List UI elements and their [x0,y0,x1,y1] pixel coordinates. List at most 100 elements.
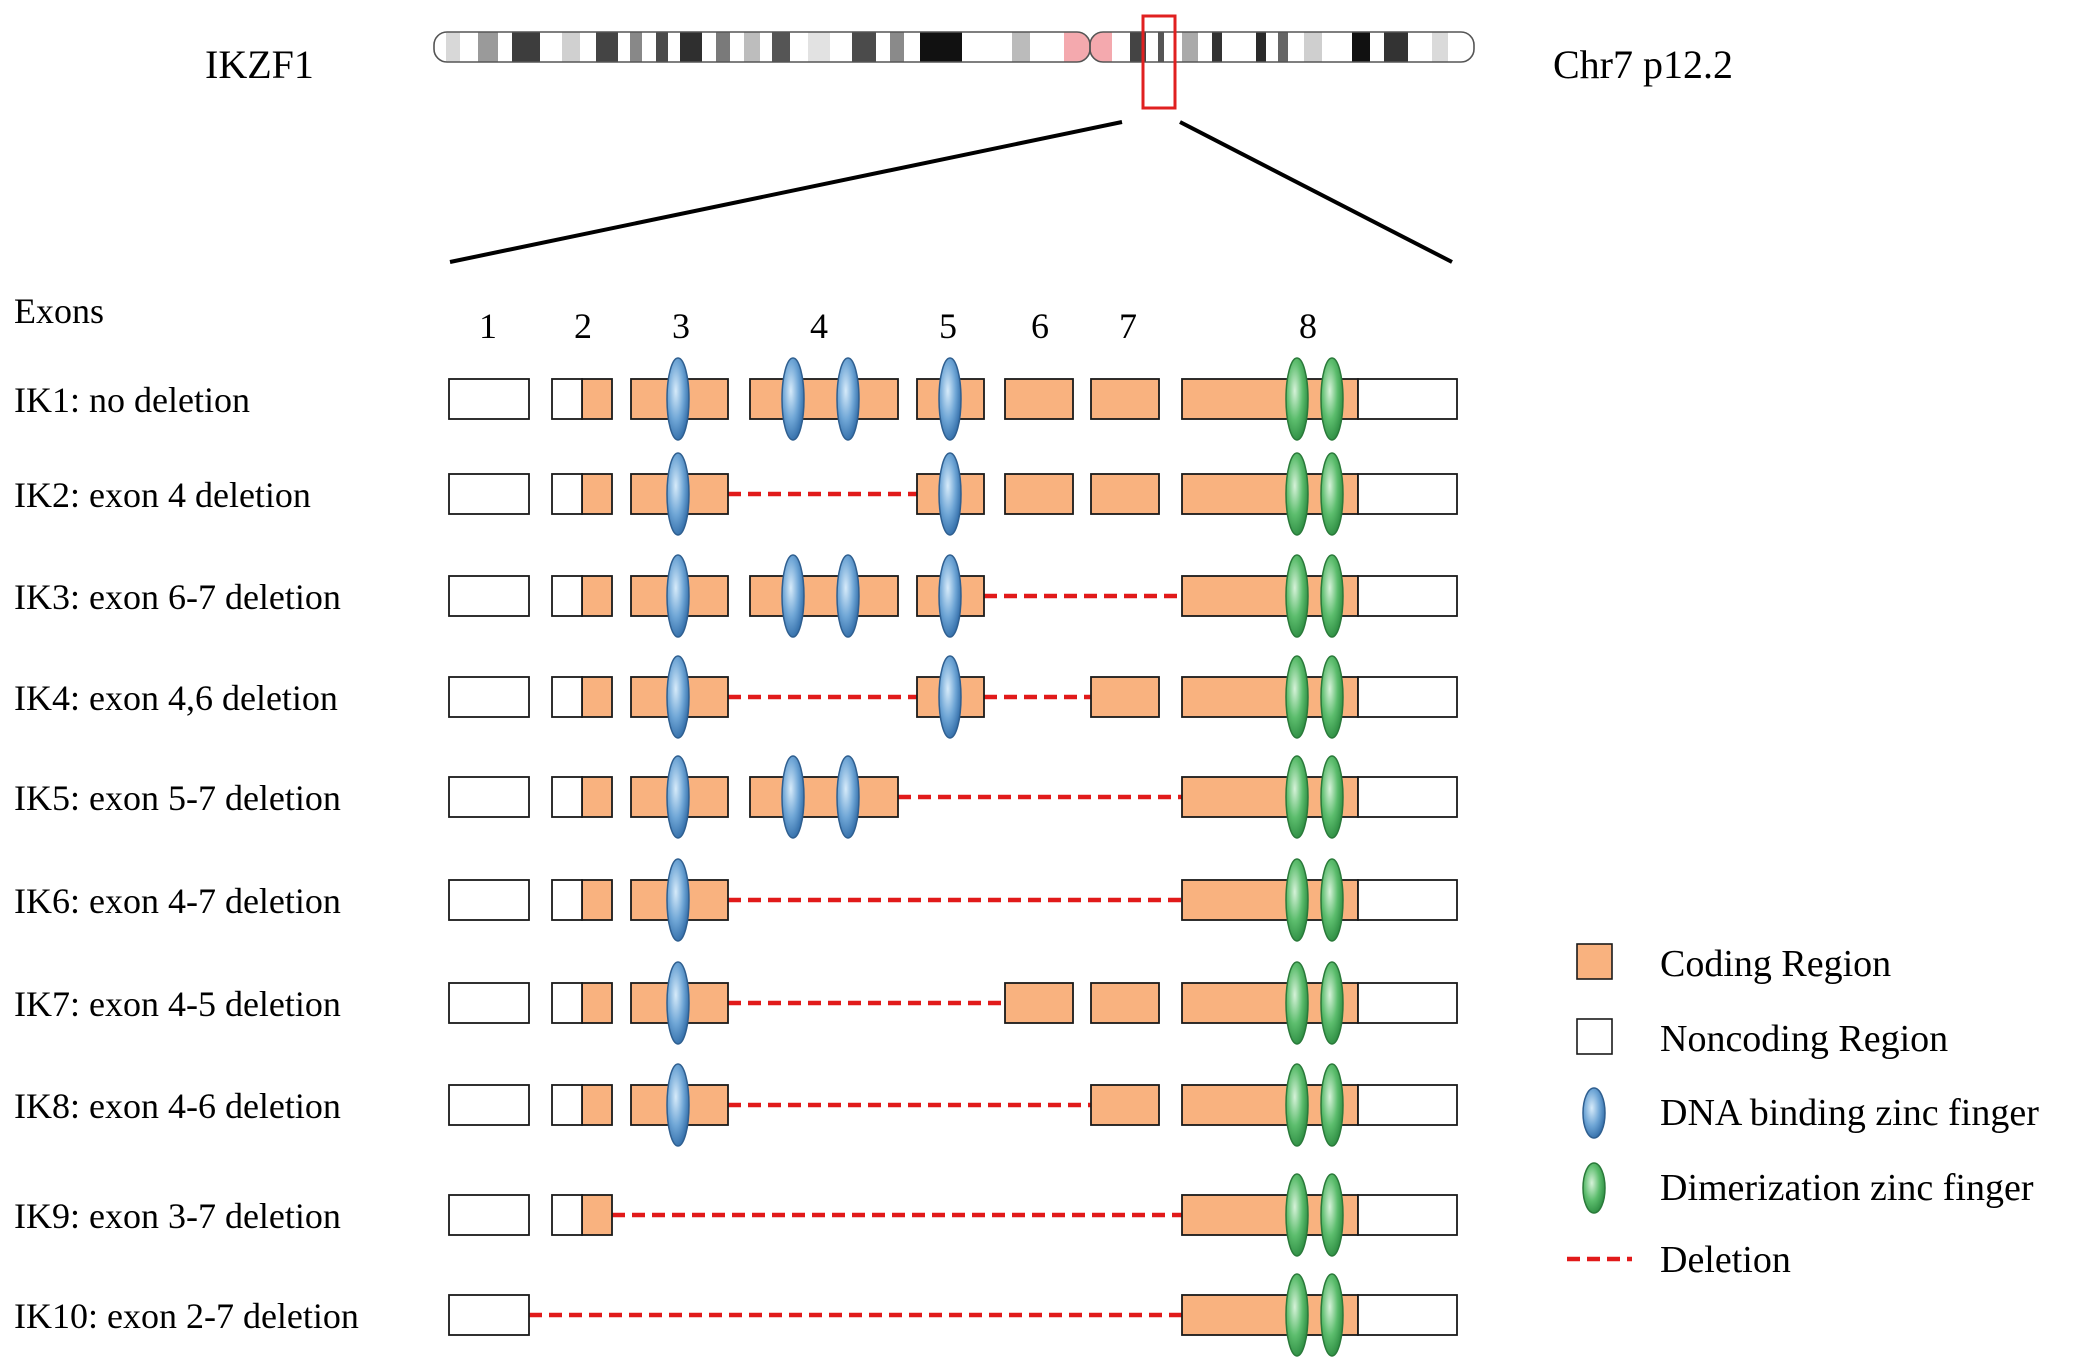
legend-noncoding-label: Noncoding Region [1660,1018,1948,1060]
dimerization-zinc-finger-icon [1285,755,1309,839]
dimerization-zinc-finger-icon [1285,1173,1309,1257]
isoform-row: IK1: no deletion [14,357,1458,441]
dna-binding-zinc-finger-icon [666,1063,690,1147]
dimerization-zinc-finger-icon [1285,655,1309,739]
isoform-row: IK4: exon 4,6 deletion [14,655,1458,739]
coding-region-box [581,1084,613,1126]
dimerization-zinc-finger-icon [1320,554,1344,638]
dna-binding-zinc-finger-icon [836,357,860,441]
legend-coding-swatch [1576,943,1613,980]
noncoding-region-box [448,982,530,1024]
noncoding-region-box [1357,879,1458,921]
dimerization-zinc-finger-icon [1320,961,1344,1045]
noncoding-region-box [1357,982,1458,1024]
dna-binding-zinc-finger-icon [666,655,690,739]
isoform-label: IK5: exon 5-7 deletion [14,778,341,818]
noncoding-region-box [448,575,530,617]
isoform-label: IK8: exon 4-6 deletion [14,1086,341,1126]
legend-noncoding-swatch [1576,1018,1613,1055]
noncoding-region-box [551,378,583,420]
coding-region-box [581,676,613,718]
isoform-row: IK8: exon 4-6 deletion [14,1063,1458,1147]
legend-dimerization-zinc-finger-label: Dimerization zinc finger [1660,1167,2034,1209]
gene-label: IKZF1 [205,42,314,87]
exon-number-5: 5 [939,306,957,346]
noncoding-region-box [551,473,583,515]
legend: Coding Region Noncoding Region DNA bindi… [1567,943,2039,1281]
exon-number-7: 7 [1119,306,1137,346]
dna-binding-zinc-finger-icon [836,554,860,638]
dna-binding-zinc-finger-icon [666,961,690,1045]
zoom-line-left [449,120,1123,264]
isoform-row: IK5: exon 5-7 deletion [14,755,1458,839]
dna-binding-zinc-finger-icon [666,452,690,536]
coding-region-box [581,776,613,818]
legend-dna-zinc-finger-label: DNA binding zinc finger [1660,1092,2039,1134]
dimerization-zinc-finger-icon [1285,554,1309,638]
noncoding-region-box [1357,1084,1458,1126]
dna-binding-zinc-finger-icon [836,755,860,839]
dna-binding-zinc-finger-icon [666,357,690,441]
dimerization-zinc-finger-icon [1285,1273,1309,1357]
exon-number-4: 4 [810,306,828,346]
coding-region-box [1090,1084,1160,1126]
noncoding-region-box [551,1084,583,1126]
noncoding-region-box [551,676,583,718]
noncoding-region-box [1357,776,1458,818]
coding-region-box [749,378,899,420]
dna-binding-zinc-finger-icon [781,755,805,839]
dna-binding-zinc-finger-icon [666,554,690,638]
dimerization-zinc-finger-icon [1320,452,1344,536]
coding-region-box [581,473,613,515]
dimerization-zinc-finger-icon [1320,357,1344,441]
dna-binding-zinc-finger-icon [938,554,962,638]
isoform-label: IK2: exon 4 deletion [14,475,311,515]
noncoding-region-box [448,676,530,718]
dimerization-zinc-finger-icon [1320,1173,1344,1257]
dna-binding-zinc-finger-icon [938,357,962,441]
coding-region-box [1004,982,1074,1024]
dna-binding-zinc-finger-icon [781,554,805,638]
locus-highlight-box [1141,14,1177,110]
coding-region-box [1004,378,1074,420]
noncoding-region-box [551,776,583,818]
noncoding-region-box [1357,473,1458,515]
coding-region-box [749,776,899,818]
coding-region-box [749,575,899,617]
dimerization-zinc-finger-icon [1285,858,1309,942]
dna-binding-zinc-finger-icon [938,452,962,536]
coding-region-box [1090,982,1160,1024]
legend-dna-zinc-finger-icon [1582,1087,1606,1139]
isoform-label: IK1: no deletion [14,380,250,420]
noncoding-region-box [1357,1194,1458,1236]
chromosome-ideogram [433,14,1475,110]
noncoding-region-box [448,776,530,818]
isoform-label: IK7: exon 4-5 deletion [14,984,341,1024]
exon-number-2: 2 [574,306,592,346]
exon-number-6: 6 [1031,306,1049,346]
coding-region-box [1090,676,1160,718]
isoform-row: IK10: exon 2-7 deletion [14,1273,1458,1357]
noncoding-region-box [448,378,530,420]
exons-heading: Exons [14,291,104,331]
isoform-row: IK9: exon 3-7 deletion [14,1173,1458,1257]
exon-number-8: 8 [1299,306,1317,346]
coding-region-box [581,378,613,420]
isoform-label: IK10: exon 2-7 deletion [14,1296,359,1336]
noncoding-region-box [551,879,583,921]
dimerization-zinc-finger-icon [1285,961,1309,1045]
legend-dimerization-zinc-finger-icon [1582,1162,1606,1214]
noncoding-region-box [448,1194,530,1236]
dna-binding-zinc-finger-icon [666,755,690,839]
isoform-row: IK2: exon 4 deletion [14,452,1458,536]
noncoding-region-box [448,879,530,921]
isoform-label: IK4: exon 4,6 deletion [14,678,338,718]
noncoding-region-box [551,575,583,617]
zoom-line-right [1179,120,1453,264]
isoform-label: IK9: exon 3-7 deletion [14,1196,341,1236]
noncoding-region-box [551,1194,583,1236]
dna-binding-zinc-finger-icon [938,655,962,739]
